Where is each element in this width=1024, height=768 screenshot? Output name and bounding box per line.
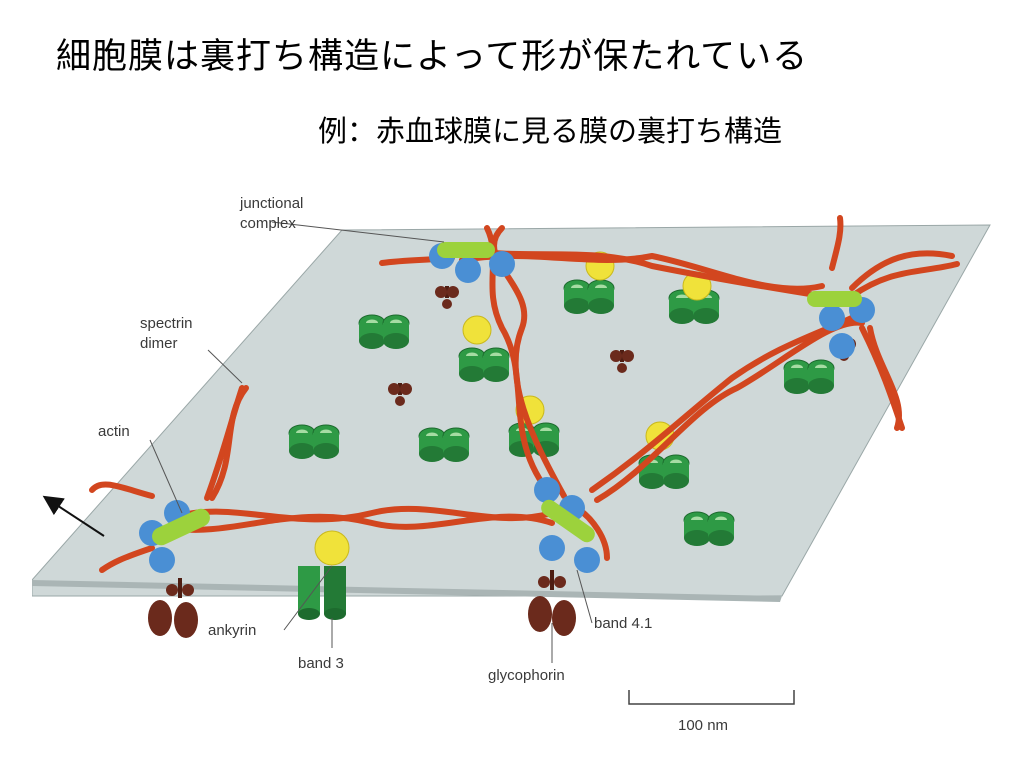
label-band3: band 3: [298, 655, 344, 672]
label-spectrin-1: spectrin: [140, 315, 193, 332]
membrane-skeleton-figure: junctional complex spectrin dimer actin …: [32, 178, 1000, 748]
scale-label: 100 nm: [678, 717, 728, 734]
label-glycophorin: glycophorin: [488, 667, 565, 684]
glycophorin-large: [148, 570, 576, 638]
band3-hanging: [298, 566, 346, 620]
label-junctional-2: complex: [240, 215, 296, 232]
slide-title: 細胞膜は裏打ち構造によって形が保たれている: [56, 37, 809, 77]
label-ankyrin: ankyrin: [208, 622, 256, 639]
scale-bar: 100 nm: [628, 690, 795, 734]
label-band41: band 4.1: [594, 615, 652, 632]
slide-subtitle: 例：赤血球膜に見る膜の裏打ち構造: [318, 114, 783, 148]
junctional-complexes: [139, 242, 875, 573]
membrane-sheet: [32, 224, 991, 597]
label-junctional-1: junctional: [239, 195, 303, 212]
label-spectrin-2: dimer: [140, 335, 178, 352]
leader-lines: [149, 221, 593, 663]
membrane-skeleton-svg: junctional complex spectrin dimer actin …: [32, 195, 991, 734]
spectrin-network: [89, 215, 960, 573]
direction-arrow: [42, 495, 105, 537]
label-actin: actin: [98, 423, 130, 440]
